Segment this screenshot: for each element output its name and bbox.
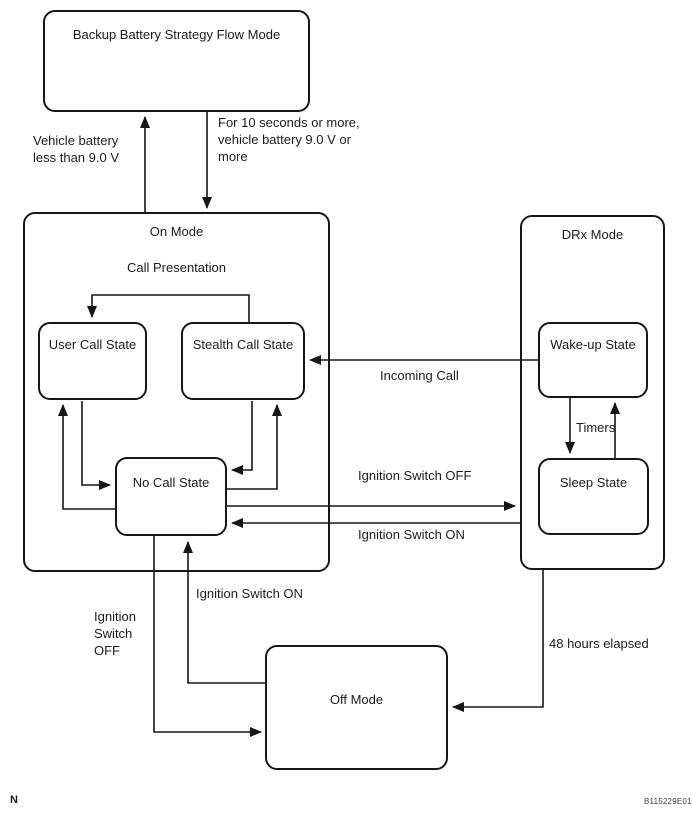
on-mode-title: On Mode [149,224,204,239]
wake-up-state-label: Wake-up State [550,337,636,352]
on-mode-box: On Mode Call Presentation [23,212,330,572]
call-presentation-label: Call Presentation [127,260,226,275]
sleep-state-box: Sleep State [538,458,649,535]
wake-up-state-box: Wake-up State [538,322,648,398]
user-call-state-label: User Call State [48,337,137,352]
backup-battery-strategy-box: Backup Battery Strategy Flow Mode [43,10,310,112]
label-48-hours-elapsed: 48 hours elapsed [549,636,649,651]
footer-n-mark: N [10,794,18,806]
no-call-state-box: No Call State [115,457,227,536]
label-timers: Timers [576,420,616,435]
off-mode-box: Off Mode [265,645,448,770]
arrow-ignition-off-to-offmode [153,536,262,737]
label-incoming-call: Incoming Call [380,368,459,383]
label-ignition-switch-on-offmode: Ignition Switch ON [196,586,303,601]
off-mode-title: Off Mode [329,692,384,707]
arrow-user-to-nocall [81,401,111,490]
stealth-call-state-label: Stealth Call State [192,337,294,352]
user-call-state-box: User Call State [38,322,147,400]
arrow-ignition-on-from-offmode [183,541,265,684]
arrow-nocall-to-stealth [227,404,282,490]
sleep-state-label: Sleep State [559,475,628,490]
label-ignition-switch-on-drx: Ignition Switch ON [358,527,465,542]
arrow-nocall-to-user [58,404,115,510]
drx-mode-title: DRx Mode [561,227,624,242]
figure-code: B115229E01 [644,797,692,806]
arrow-stealth-to-nocall [231,401,253,475]
stealth-call-state-box: Stealth Call State [181,322,305,400]
label-ignition-switch-off-drx: Ignition Switch OFF [358,468,472,483]
label-vehicle-battery-low: Vehicle battery less than 9.0 V [33,133,119,165]
no-call-state-label: No Call State [132,475,210,490]
arrow-48-hours [452,570,544,712]
arrow-stealth-to-user [87,294,250,323]
drx-mode-box: DRx Mode [520,215,665,570]
label-battery-restored: For 10 seconds or more, vehicle battery … [218,115,360,164]
label-ignition-switch-off-offmode: Ignition Switch OFF [94,609,136,658]
backup-battery-strategy-label: Backup Battery Strategy Flow Mode [72,27,281,42]
